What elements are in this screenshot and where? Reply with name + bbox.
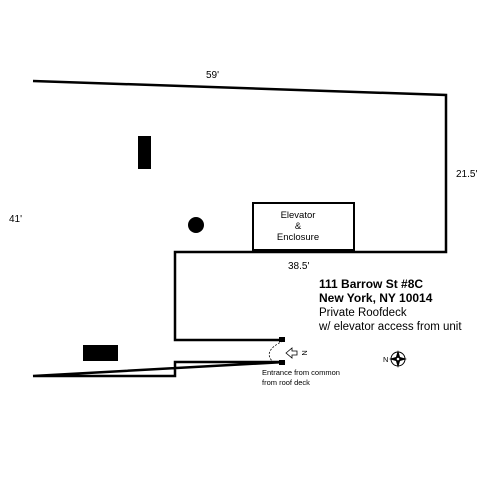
entrance-caption-line1: Entrance from common: [262, 368, 340, 377]
address-line3: Private Roofdeck: [319, 307, 407, 319]
entrance-arrow-label: N: [300, 350, 309, 355]
address-line2: New York, NY 10014: [319, 291, 433, 305]
elevator-label-line3: Enclosure: [277, 232, 319, 243]
round-fixture: [188, 217, 204, 233]
address-line1: 111 Barrow St #8C: [319, 277, 423, 291]
compass-label: N: [383, 355, 388, 364]
dimension-inner: 38.5': [288, 261, 309, 272]
elevator-label-line2: &: [295, 221, 302, 232]
entrance-caption-line2: from roof deck: [262, 378, 310, 387]
dimension-right: 21.5': [456, 169, 477, 180]
horizontal-fixture: [83, 345, 118, 361]
door-swing-arc: [268, 340, 284, 363]
deck-outline: [32, 79, 448, 378]
dimension-left: 41': [9, 214, 22, 225]
entrance-arrow-icon: [285, 347, 298, 359]
elevator-enclosure: [252, 202, 355, 251]
compass-rose-icon: [389, 350, 407, 368]
address-line4: w/ elevator access from unit: [318, 321, 462, 333]
entrance-marker-bottom: [279, 360, 285, 365]
elevator-label-line1: Elevator: [281, 210, 316, 221]
entrance-marker-top: [279, 337, 285, 342]
dimension-top: 59': [206, 70, 219, 81]
vertical-fixture: [138, 136, 151, 169]
